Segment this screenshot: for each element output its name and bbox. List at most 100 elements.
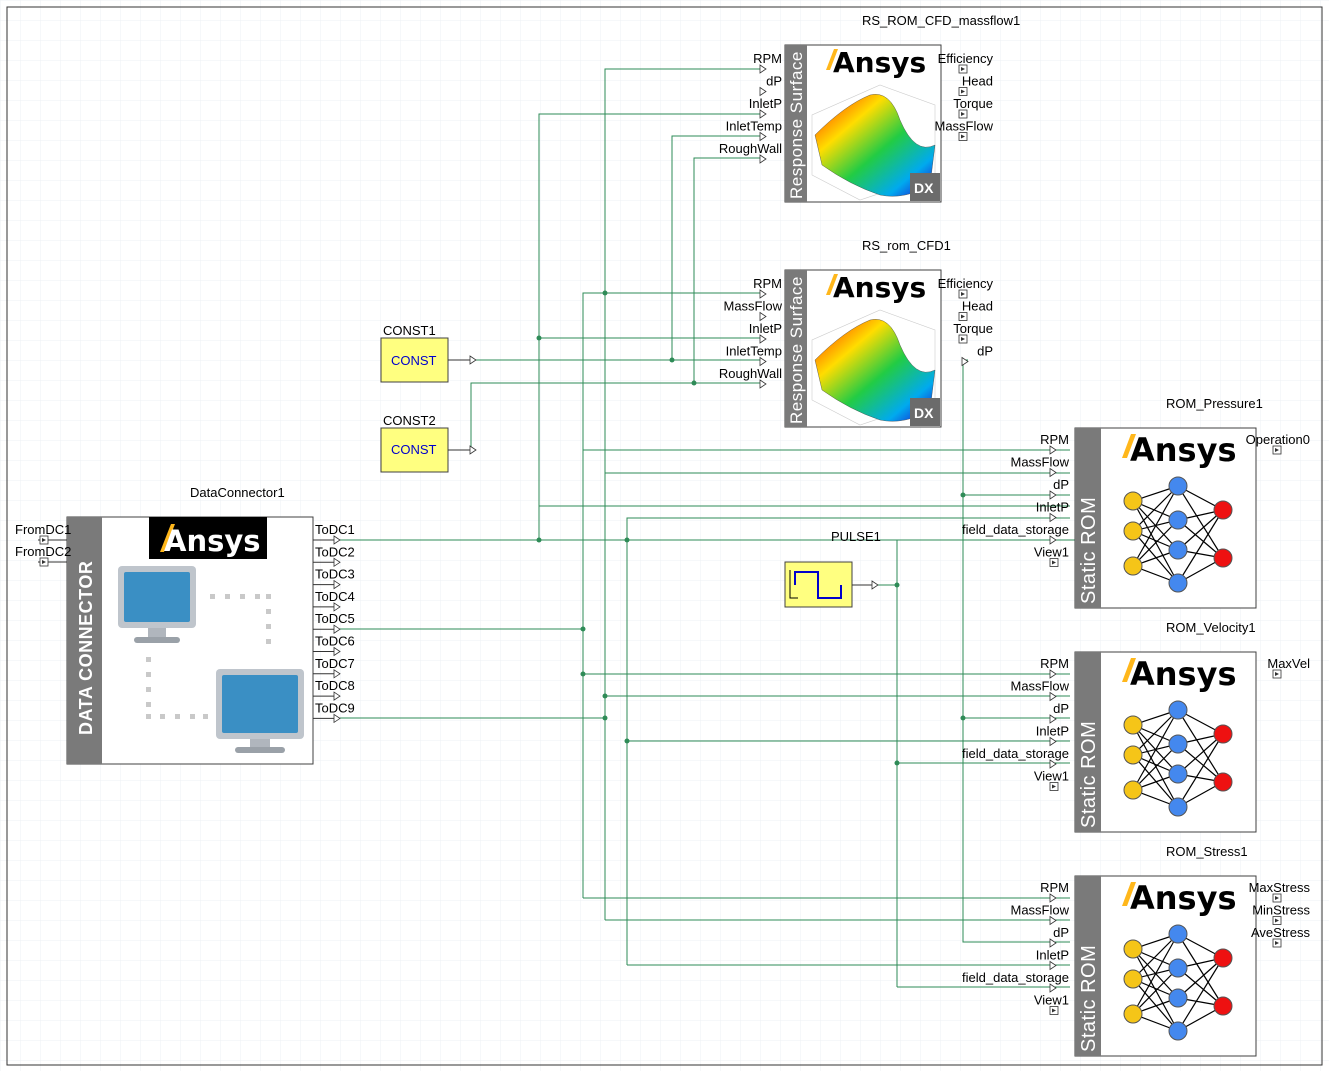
block-title: ROM_Stress1 (1166, 844, 1248, 859)
input-port[interactable] (333, 646, 341, 657)
input-port[interactable] (333, 602, 341, 612)
input-port[interactable] (1049, 535, 1057, 545)
svg-text:Ansys: Ansys (1130, 879, 1237, 917)
input-port[interactable] (759, 86, 767, 97)
neural-network-icon (1123, 700, 1233, 817)
rs-output-label: Efficiency (938, 51, 994, 66)
dc-input-label: FromDC2 (15, 544, 71, 559)
rs-input-label: RPM (753, 51, 782, 66)
rom-input-label: View1 (1034, 993, 1069, 1008)
static-rom-band: Static ROM (1078, 945, 1100, 1052)
input-port[interactable] (333, 713, 341, 724)
input-port[interactable] (961, 356, 969, 367)
input-port[interactable] (333, 557, 341, 568)
rom-input-label: field_data_storage (962, 970, 1069, 985)
input-port[interactable] (1049, 893, 1057, 903)
input-port[interactable] (1049, 445, 1057, 455)
rom-input-label: field_data_storage (962, 522, 1069, 537)
input-port[interactable] (759, 334, 767, 344)
input-port[interactable] (759, 109, 767, 119)
svg-text:Ansys: Ansys (833, 271, 926, 304)
input-port[interactable] (333, 669, 341, 679)
svg-text:Ansys: Ansys (1130, 655, 1237, 693)
input-port[interactable] (1049, 960, 1057, 971)
response-surface-plot-icon (811, 309, 936, 426)
input-port[interactable] (759, 289, 767, 299)
rom-input-label: MassFlow (1010, 903, 1069, 918)
response-surface-band: Response Surface (787, 51, 806, 199)
block-title: RS_ROM_CFD_massflow1 (862, 13, 1020, 28)
neural-network-icon (1123, 476, 1233, 593)
dc-output-label: ToDC7 (315, 656, 355, 671)
input-port[interactable] (759, 64, 767, 74)
input-port[interactable] (759, 379, 767, 389)
const1-block[interactable]: CONST1 CONST (380, 323, 477, 383)
ansys-logo (826, 49, 838, 70)
input-port[interactable] (1049, 691, 1057, 702)
rom-input-label: View1 (1034, 769, 1069, 784)
input-port[interactable] (1049, 915, 1057, 926)
svg-text:DX: DX (914, 180, 934, 196)
static-rom-band: Static ROM (1078, 497, 1100, 604)
pulse-title: PULSE1 (831, 529, 881, 544)
rs-input-label: InletTemp (726, 344, 782, 359)
input-port[interactable] (333, 535, 341, 545)
rs-input-label: MassFlow (723, 299, 782, 314)
input-port[interactable] (1049, 467, 1057, 478)
const2-title: CONST2 (383, 413, 436, 428)
ansys-logo (1122, 658, 1136, 682)
data-connector-title: DataConnector1 (190, 485, 285, 500)
input-port[interactable] (1049, 490, 1057, 500)
dx-badge (910, 398, 940, 426)
rom-output-label: MinStress (1252, 903, 1310, 918)
rs-input-label: InletP (749, 96, 782, 111)
input-port[interactable] (759, 154, 767, 164)
rs-input-label: RoughWall (719, 366, 782, 381)
computer-icon (216, 669, 304, 753)
pulse-block[interactable]: PULSE1 (784, 529, 881, 608)
svg-text:Ansys: Ansys (833, 46, 926, 79)
data-connector-block[interactable]: DataConnector1 DATA CONNECTOR Ansys From… (15, 485, 355, 765)
input-port[interactable] (1049, 759, 1057, 769)
response-surface-band: Response Surface (787, 276, 806, 424)
dc-output-label: ToDC6 (315, 634, 355, 649)
rom-input-label: dP (1053, 701, 1069, 716)
rom-output-label: MaxVel (1267, 656, 1310, 671)
rom-input-label: InletP (1036, 500, 1069, 515)
input-port[interactable] (1049, 669, 1057, 679)
rs-input-label: RoughWall (719, 141, 782, 156)
block-title: ROM_Pressure1 (1166, 396, 1263, 411)
rom-input-label: field_data_storage (962, 746, 1069, 761)
pulse-wave-icon (794, 571, 842, 599)
input-port[interactable] (759, 131, 767, 142)
rs-output-label: Head (962, 74, 993, 89)
input-port[interactable] (1049, 512, 1057, 523)
rom-input-label: View1 (1034, 545, 1069, 560)
wires (340, 68, 1075, 988)
input-port[interactable] (1049, 714, 1057, 724)
data-connector-band: DATA CONNECTOR (76, 561, 96, 735)
input-port[interactable] (333, 624, 341, 634)
rom-input-label: dP (1053, 925, 1069, 940)
response-surface-plot-icon (811, 84, 936, 201)
input-port[interactable] (1049, 736, 1057, 747)
const2-block[interactable]: CONST2 CONST (380, 413, 477, 473)
ansys-logo (1122, 882, 1136, 906)
rs-input-label: InletP (749, 321, 782, 336)
input-port[interactable] (759, 311, 767, 322)
input-port[interactable] (1049, 983, 1057, 993)
rom-output-label: AveStress (1251, 925, 1311, 940)
input-port[interactable] (759, 356, 767, 367)
input-port[interactable] (333, 579, 341, 590)
rs-input-label: dP (766, 74, 782, 89)
input-port[interactable] (1049, 938, 1057, 948)
block-title: RS_rom_CFD1 (862, 238, 951, 253)
input-port[interactable] (333, 691, 341, 701)
rom-input-label: InletP (1036, 724, 1069, 739)
